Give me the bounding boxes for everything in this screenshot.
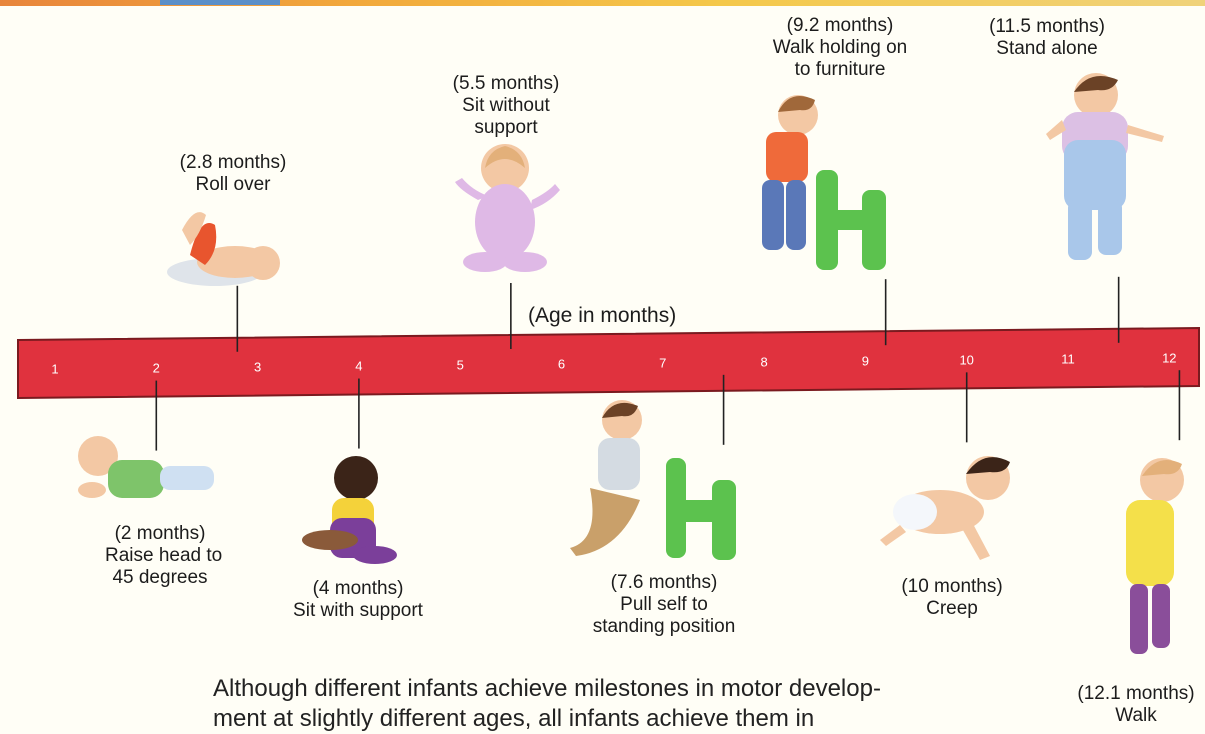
milestone-age: (12.1 months) [1068,683,1204,705]
milestone-text: Pull self to [578,594,750,616]
milestone-text: Raise head to [105,545,215,567]
month-tick-3: 3 [254,360,261,375]
month-tick-11: 11 [1061,351,1075,366]
month-tick-2: 2 [153,361,160,376]
sit-with-support-baby-illustration [302,456,397,564]
month-tick-7: 7 [659,355,666,370]
milestone-label-creep: (10 months) Creep [885,576,1019,620]
milestone-label-walk: (12.1 months) Walk [1068,683,1204,727]
stand-alone-toddler-illustration [1046,73,1164,260]
milestone-age: (7.6 months) [578,572,750,594]
sit-without-support-baby-illustration [455,144,560,272]
milestone-text: Sit with support [278,600,438,622]
milestone-text: support [436,117,576,139]
walking-toddler-illustration [1126,458,1184,654]
milestone-text: Stand alone [974,38,1120,60]
milestone-text: Roll over [163,174,303,196]
figure-caption: Although different infants achieve miles… [213,674,881,734]
milestone-text: Walk [1068,705,1204,727]
milestone-age: (11.5 months) [974,16,1120,38]
milestone-label-roll-over: (2.8 months) Roll over [163,152,303,196]
milestone-text: 45 degrees [105,567,215,589]
month-tick-5: 5 [457,358,464,373]
milestone-text: standing position [578,616,750,638]
milestone-label-pull-to-stand: (7.6 months) Pull self to standing posit… [578,572,750,638]
milestone-label-sit-with-support: (4 months) Sit with support [278,578,438,622]
milestone-age: (5.5 months) [436,73,576,95]
milestone-age: (2 months) [105,523,215,545]
milestone-text: Sit without [436,95,576,117]
milestone-text: to furniture [758,59,922,81]
roll-over-baby-illustration [167,212,280,286]
age-bar [18,328,1199,398]
axis-title: (Age in months) [528,304,676,328]
milestone-label-sit-without-support: (5.5 months) Sit without support [436,73,576,139]
caption-line: Although different infants achieve miles… [213,674,881,704]
milestone-label-raise-head: (2 months) Raise head to 45 degrees [105,523,215,589]
milestone-age: (4 months) [278,578,438,600]
caption-line: ment at slightly different ages, all inf… [213,704,881,734]
month-tick-1: 1 [51,362,58,377]
milestone-label-walk-holding: (9.2 months) Walk holding on to furnitur… [758,15,922,81]
milestone-age: (10 months) [885,576,1019,598]
milestone-text: Creep [885,598,1019,620]
pull-to-stand-baby-illustration [570,400,736,560]
month-tick-9: 9 [862,353,869,368]
month-tick-4: 4 [355,359,362,374]
milestone-label-stand-alone: (11.5 months) Stand alone [974,16,1120,60]
month-tick-12: 12 [1162,350,1176,365]
walk-holding-furniture-illustration [762,95,886,270]
month-tick-8: 8 [760,354,767,369]
milestone-text: Walk holding on [758,37,922,59]
milestone-age: (9.2 months) [758,15,922,37]
milestone-age: (2.8 months) [163,152,303,174]
raise-head-baby-illustration [78,436,214,498]
month-tick-6: 6 [558,356,565,371]
creep-baby-illustration [880,456,1010,560]
month-tick-10: 10 [959,352,973,367]
